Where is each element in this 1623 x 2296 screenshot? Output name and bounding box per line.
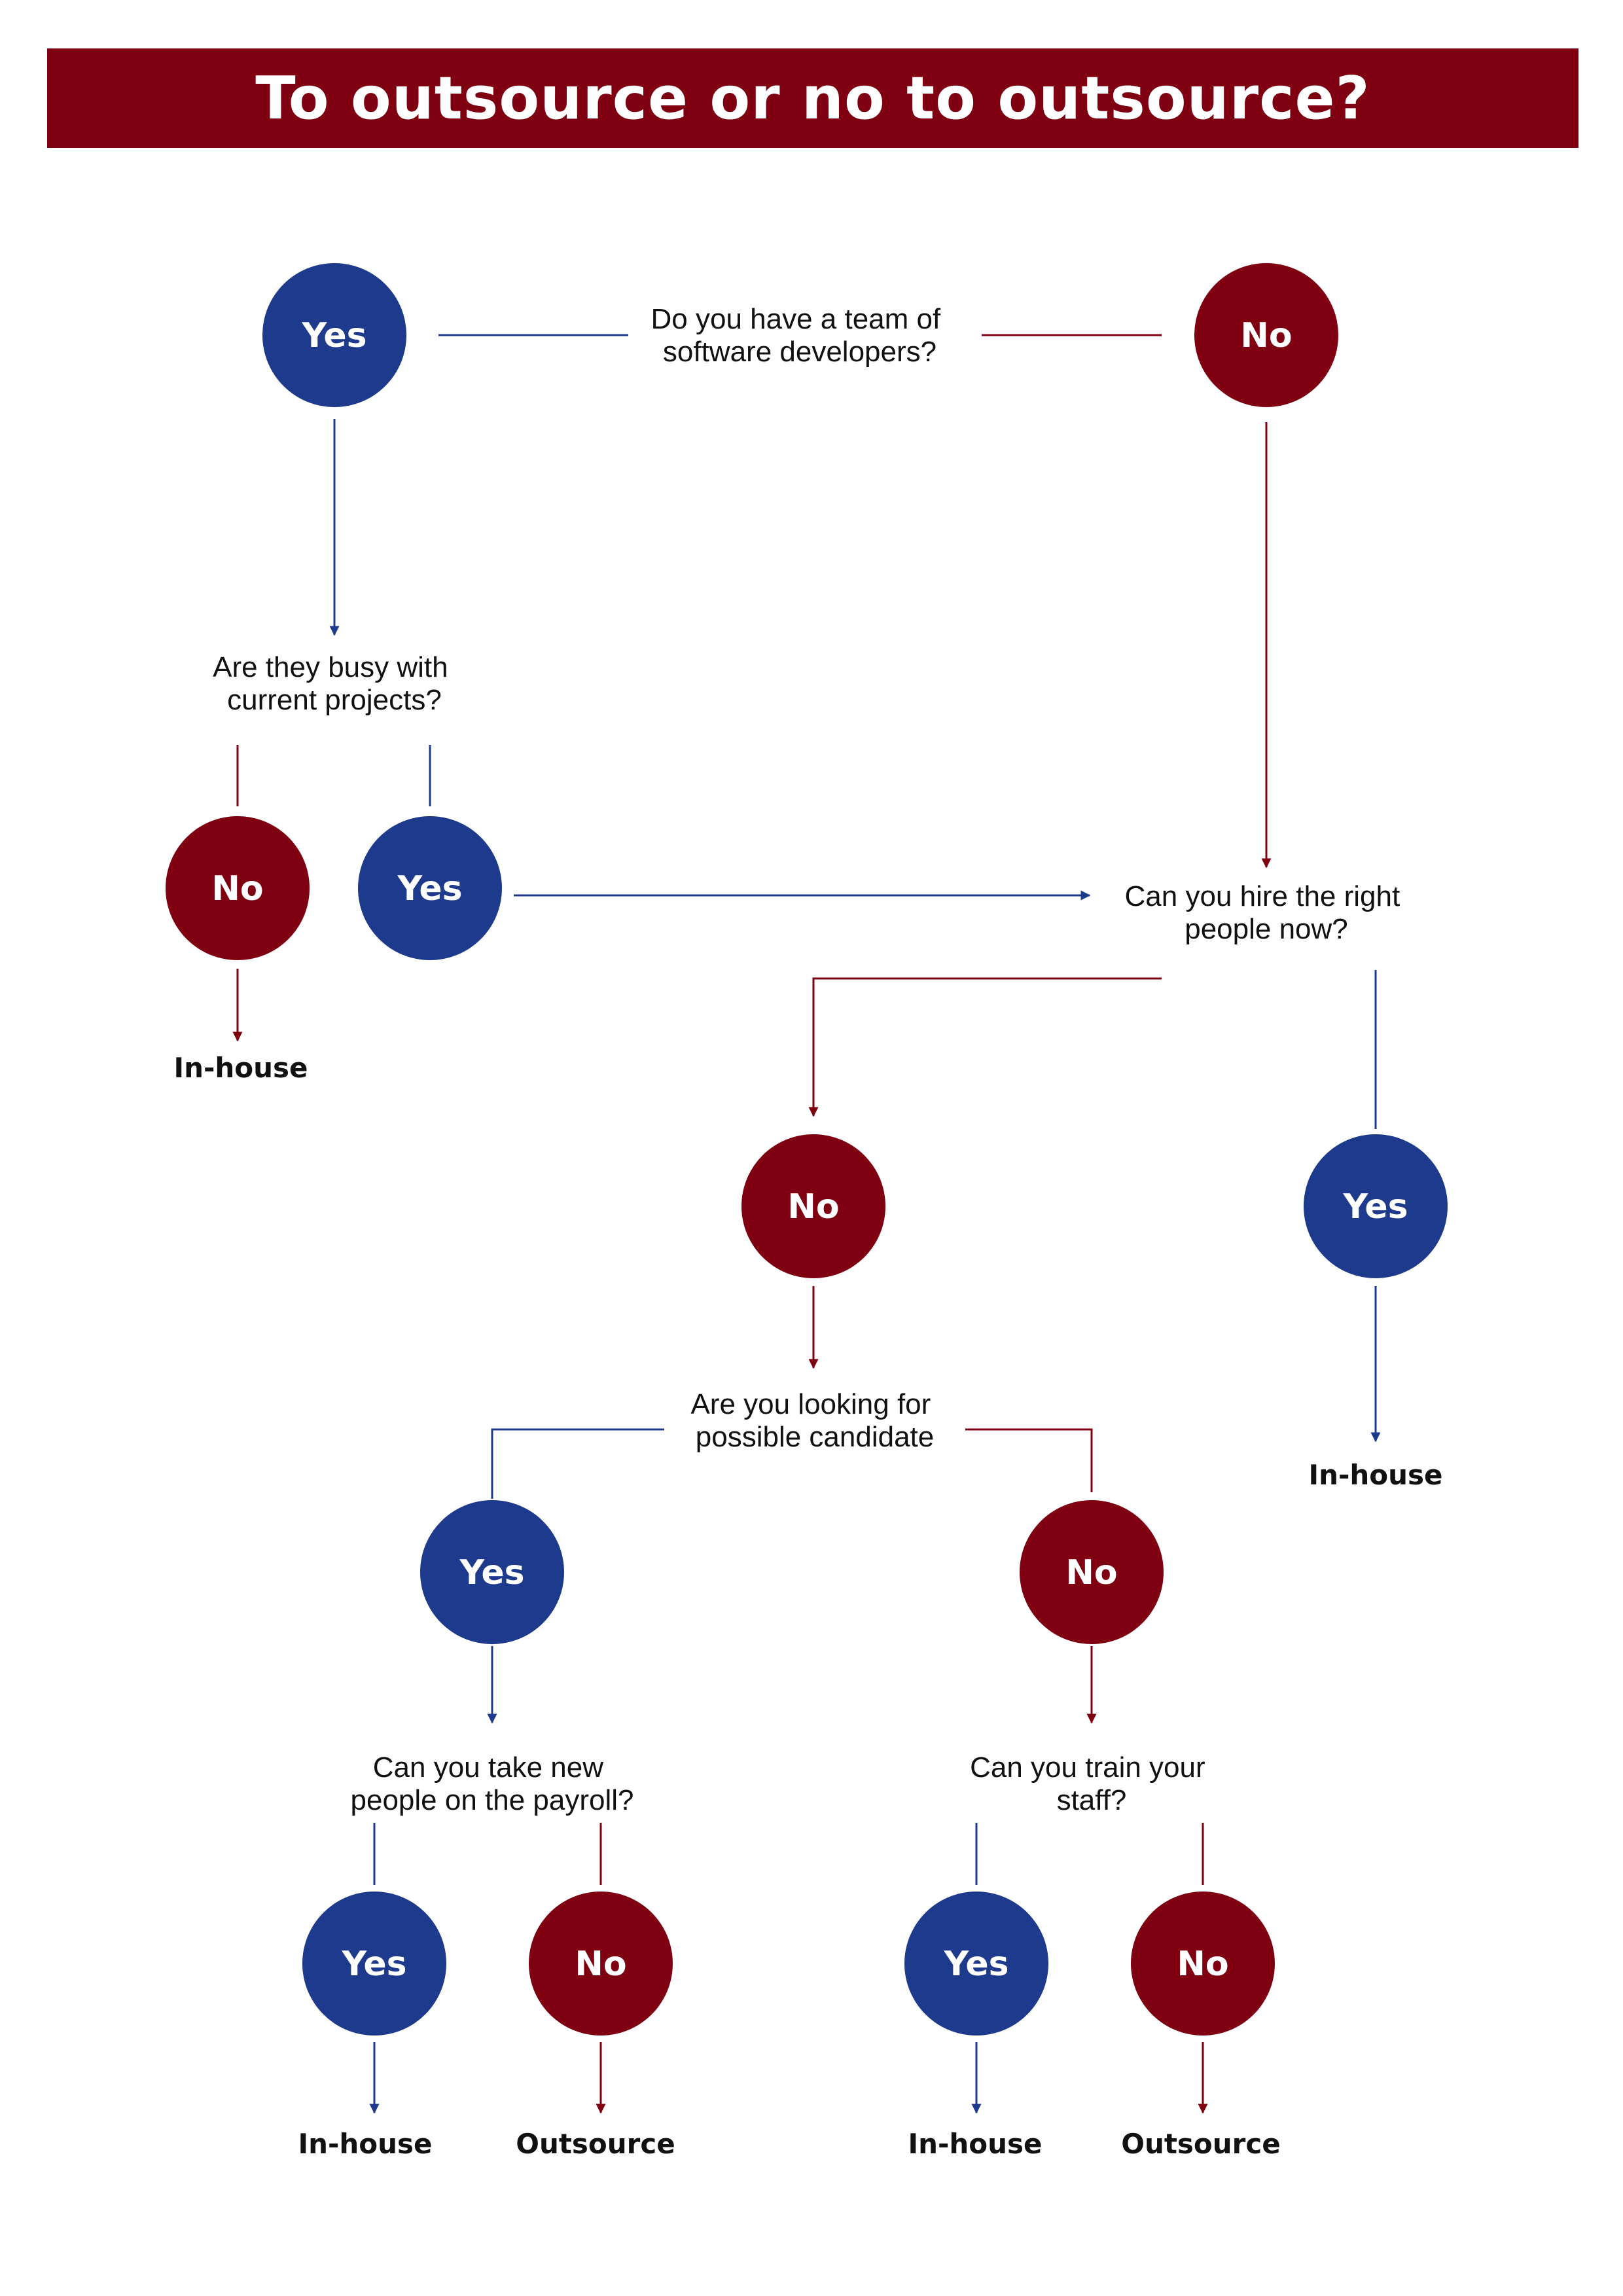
node-yes: Yes: [904, 1892, 1048, 2036]
no-circle: [741, 1134, 885, 1278]
no-circle: [1194, 263, 1338, 407]
question-busy: Are they busy with current projects?: [213, 651, 456, 716]
outcome-outsource: Outsource: [516, 2128, 675, 2160]
svg-text:Yes: Yes: [341, 1945, 406, 1984]
connector: [491, 1428, 664, 1499]
node-no: No: [1131, 1892, 1275, 2036]
node-yes: Yes: [262, 263, 406, 407]
svg-text:Yes: Yes: [301, 316, 366, 355]
node-no: No: [1194, 263, 1338, 407]
outcome-inhouse: In-house: [908, 2128, 1042, 2160]
connector: [965, 1428, 1093, 1492]
node-no: No: [529, 1892, 673, 2036]
outcome-outsource: Outsource: [1121, 2128, 1281, 2160]
no-circle: [529, 1892, 673, 2036]
yes-circle: [302, 1892, 446, 2036]
connectors: [232, 334, 1381, 2114]
title-banner: To outsource or no to outsource?: [47, 48, 1578, 148]
yes-circle: [262, 263, 406, 407]
page-title: To outsource or no to outsource?: [255, 63, 1370, 133]
question-train-staff: Can you train your staff?: [970, 1751, 1213, 1816]
svg-text:No: No: [575, 1945, 626, 1984]
outcomes: In-house In-house In-house Outsource In-…: [173, 1052, 1442, 2160]
svg-text:No: No: [1065, 1553, 1117, 1592]
node-yes: Yes: [1304, 1134, 1448, 1278]
svg-text:Yes: Yes: [397, 869, 462, 908]
yes-circle: [358, 816, 502, 960]
node-no: No: [741, 1134, 885, 1278]
node-yes: Yes: [302, 1892, 446, 2036]
yes-circle: [904, 1892, 1048, 2036]
outcome-inhouse: In-house: [1308, 1459, 1442, 1491]
svg-text:No: No: [211, 869, 263, 908]
svg-text:Yes: Yes: [1342, 1187, 1408, 1227]
question-looking-candidate: Are you looking for possible candidate: [690, 1388, 938, 1453]
question-has-team: Do you have a team of software developer…: [651, 303, 949, 368]
svg-text:No: No: [787, 1187, 839, 1227]
outcome-inhouse: In-house: [298, 2128, 432, 2160]
node-yes: Yes: [358, 816, 502, 960]
node-yes: Yes: [420, 1500, 564, 1644]
question-hire-now: Can you hire the right people now?: [1125, 880, 1408, 945]
svg-text:Yes: Yes: [943, 1945, 1008, 1984]
svg-text:No: No: [1177, 1945, 1228, 1984]
yes-circle: [1304, 1134, 1448, 1278]
node-no: No: [166, 816, 310, 960]
node-no: No: [1020, 1500, 1164, 1644]
outcome-inhouse: In-house: [173, 1052, 308, 1084]
no-circle: [166, 816, 310, 960]
no-circle: [1131, 1892, 1275, 2036]
questions: Do you have a team of software developer…: [213, 303, 1408, 1816]
connector-arrow: [808, 977, 1162, 1117]
svg-text:Yes: Yes: [459, 1553, 524, 1592]
yes-circle: [420, 1500, 564, 1644]
no-circle: [1020, 1500, 1164, 1644]
answer-nodes: Yes No No Yes No Yes Yes No: [166, 263, 1448, 2036]
question-payroll: Can you take new people on the payroll?: [351, 1751, 634, 1816]
svg-text:No: No: [1240, 316, 1292, 355]
